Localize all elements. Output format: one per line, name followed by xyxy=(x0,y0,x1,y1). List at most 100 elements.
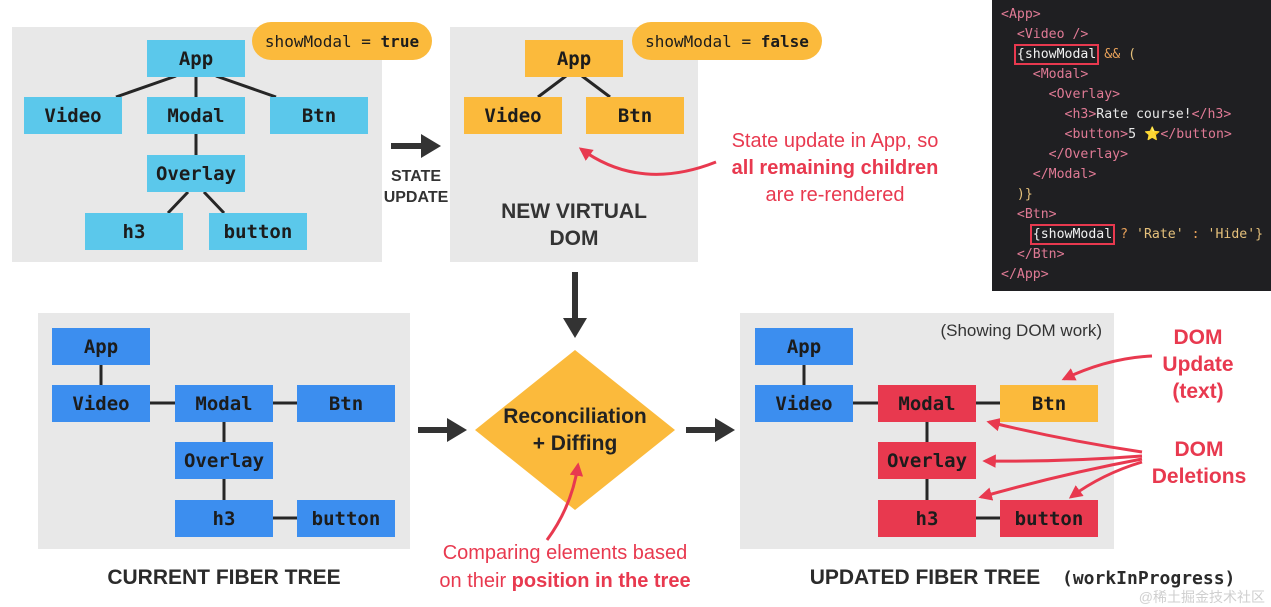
rerender-note-line-1: State update in App, so xyxy=(731,130,939,152)
code-text xyxy=(1128,227,1136,242)
code-tag: </App> xyxy=(1001,267,1049,282)
edge-app-btn xyxy=(581,74,611,99)
code-text: 5 ⭐ xyxy=(1128,127,1161,142)
dom-deletion-arrow-modal xyxy=(986,418,1143,454)
code-line: )} xyxy=(1001,185,1271,205)
initial-vdom-edges xyxy=(115,74,277,215)
edge-overlay-button xyxy=(202,190,226,215)
code-brace: } xyxy=(1024,187,1033,202)
current-fiber-node-app: App xyxy=(52,328,150,365)
code-text xyxy=(1001,247,1017,262)
code-text xyxy=(1001,107,1065,122)
code-line: </App> xyxy=(1001,265,1271,285)
code-tag: <Modal> xyxy=(1032,67,1089,82)
new-vdom-edges xyxy=(537,74,611,99)
state-badge-true: showModal = true xyxy=(252,22,432,60)
code-line: <Video /> xyxy=(1001,25,1271,45)
code-line: </Modal> xyxy=(1001,165,1271,185)
current-fiber-node-button: button xyxy=(297,500,395,537)
dom-update-arrow xyxy=(1061,354,1153,381)
code-text xyxy=(1184,227,1192,242)
code-tag: <Overlay> xyxy=(1048,87,1121,102)
new-node-video: Video xyxy=(464,97,562,134)
code-tag: </h3> xyxy=(1191,107,1232,122)
updated-fiber-subtitle: (workInProgress) xyxy=(1062,568,1236,589)
updated-fiber-title: UPDATED FIBER TREE xyxy=(809,566,1041,589)
code-operator: ? xyxy=(1120,227,1129,242)
code-tag: <h3> xyxy=(1064,107,1097,122)
reconciliation-diamond xyxy=(475,350,675,510)
code-brace: ) xyxy=(1016,187,1025,202)
edge-app-video xyxy=(537,74,567,99)
comparing-note-line-2: on their position in the tree xyxy=(420,567,710,595)
badge-operator: = xyxy=(741,31,752,51)
current-to-reconciliation-arrow xyxy=(418,418,467,442)
code-tag: <button> xyxy=(1064,127,1129,142)
updated-fiber-node-btn: Btn xyxy=(1000,385,1098,422)
code-text xyxy=(1001,27,1017,42)
code-line: {showModal ? 'Rate' : 'Hide'} xyxy=(1001,224,1271,245)
dom-update-line-2: Update xyxy=(1162,353,1234,376)
code-tag: <Video /> xyxy=(1016,27,1089,42)
initial-node-h3: h3 xyxy=(85,213,183,250)
code-string: 'Rate' xyxy=(1136,227,1184,242)
code-tag: </Overlay> xyxy=(1048,147,1129,162)
current-fiber-node-modal: Modal xyxy=(175,385,273,422)
code-text: Rate course! xyxy=(1096,107,1192,122)
code-operator: && xyxy=(1104,47,1121,62)
current-fiber-node-h3: h3 xyxy=(175,500,273,537)
edge-overlay-h3 xyxy=(166,190,190,215)
code-text xyxy=(1001,127,1065,142)
reconciliation-label: Reconciliation + Diffing xyxy=(475,403,675,457)
watermark: @稀土掘金技术社区 xyxy=(1138,589,1265,605)
dom-deletions-line-2: Deletions xyxy=(1151,465,1247,488)
dom-update-label: DOM Update (text) xyxy=(1148,324,1248,405)
initial-node-button: button xyxy=(209,213,307,250)
updated-fiber-edges xyxy=(802,364,1000,520)
updated-fiber-node-app: App xyxy=(755,328,853,365)
code-highlight: {showModal xyxy=(1013,44,1100,65)
code-highlight: {showModal xyxy=(1029,224,1116,245)
code-text xyxy=(1001,87,1049,102)
updated-fiber-node-video: Video xyxy=(755,385,853,422)
updated-fiber-node-button: button xyxy=(1000,500,1098,537)
code-tag: </Modal> xyxy=(1032,167,1097,182)
badge-value: true xyxy=(380,31,420,51)
down-arrow-to-reconciliation xyxy=(563,272,587,338)
initial-node-overlay: Overlay xyxy=(147,155,245,192)
rerender-note-arrow xyxy=(578,147,717,176)
dom-deletions-line-1: DOM xyxy=(1174,438,1224,461)
code-text xyxy=(1120,47,1128,62)
code-text xyxy=(1001,67,1033,82)
code-brace: ( xyxy=(1128,47,1137,62)
rerender-note-line-3: are re-rendered xyxy=(765,184,905,206)
updated-fiber-node-h3: h3 xyxy=(878,500,976,537)
code-text xyxy=(1001,187,1017,202)
rerender-note-line-2: all remaining children xyxy=(712,155,958,182)
rerender-note: State update in App, so all remaining ch… xyxy=(712,128,958,209)
code-text xyxy=(1001,227,1033,242)
state-update-arrow xyxy=(391,134,441,158)
code-editor-panel: <App> <Video /> {showModal && ( <Modal> … xyxy=(992,0,1271,291)
state-update-line-2: UPDATE xyxy=(383,189,449,206)
updated-fiber-node-modal: Modal xyxy=(878,385,976,422)
dom-deletion-arrow-h3 xyxy=(978,457,1143,501)
code-text xyxy=(1112,227,1120,242)
code-line: <Btn> xyxy=(1001,205,1271,225)
reconciliation-to-updated-arrow xyxy=(686,418,735,442)
new-virtual-dom-line-2: DOM xyxy=(549,227,599,250)
code-text xyxy=(1001,167,1033,182)
dom-deletion-arrow-overlay xyxy=(982,454,1143,468)
comparing-note-line-1: Comparing elements based xyxy=(442,542,688,564)
code-tag: </Btn> xyxy=(1016,247,1065,262)
edge-app-btn xyxy=(215,74,277,99)
state-update-line-1: STATE xyxy=(390,168,442,185)
reconciliation-line-1: Reconciliation xyxy=(503,405,647,428)
dom-update-line-1: DOM xyxy=(1173,326,1223,349)
current-fiber-edges xyxy=(99,364,297,520)
state-badge-text: showModal = true xyxy=(265,32,419,51)
current-fiber-node-overlay: Overlay xyxy=(175,442,273,479)
code-operator: : xyxy=(1191,227,1200,242)
